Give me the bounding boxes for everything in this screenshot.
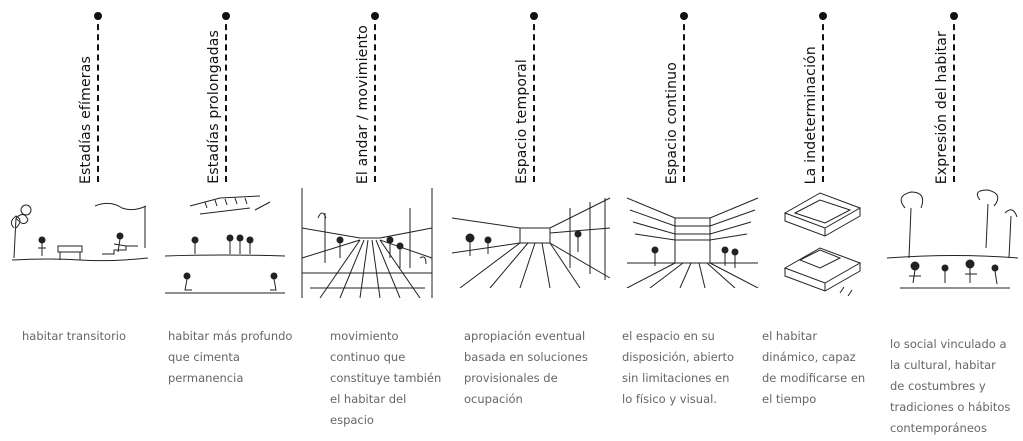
column-indeterminacion: La indeterminación el habitar dinámico, … bbox=[760, 0, 880, 441]
title-marker: Espacio continuo bbox=[664, 12, 688, 186]
column-description: el habitar dinámico, capaz de modificars… bbox=[762, 329, 866, 406]
column-estadias-prolongadas: Estadías prolongadas habitar más profund… bbox=[150, 0, 300, 441]
title-marker: El andar / movimiento bbox=[355, 12, 379, 186]
dashed-line bbox=[374, 14, 376, 182]
title-marker: Estadías prolongadas bbox=[206, 12, 230, 186]
column-expresion-habitar: Expresión del habitar lo social vinculad… bbox=[880, 0, 1023, 441]
sketch-prolonged bbox=[160, 188, 290, 298]
dashed-line bbox=[225, 14, 227, 182]
dashed-line bbox=[683, 14, 685, 182]
column-description: habitar más profundo que cimenta permane… bbox=[168, 329, 293, 385]
column-estadias-efimeras: Estadías efímeras habitar transitorio bbox=[0, 0, 150, 441]
title-marker: Estadías efímeras bbox=[78, 12, 102, 186]
column-description: habitar transitorio bbox=[22, 329, 127, 343]
column-andar-movimiento: El andar / movimiento movimiento continu… bbox=[300, 0, 450, 441]
column-title: Espacio temporal bbox=[514, 59, 530, 184]
column-title: Estadías prolongadas bbox=[206, 30, 222, 184]
column-espacio-temporal: Espacio temporal apropiación eventual ba… bbox=[450, 0, 620, 441]
dashed-line bbox=[822, 14, 824, 182]
column-title: La indeterminación bbox=[803, 45, 819, 184]
dashed-line bbox=[533, 14, 535, 182]
sketch-movement bbox=[300, 188, 440, 298]
column-title: Espacio continuo bbox=[664, 61, 680, 184]
title-marker: La indeterminación bbox=[803, 12, 827, 186]
column-description: movimiento continuo que constituye tambi… bbox=[330, 329, 442, 427]
dashed-line bbox=[97, 14, 99, 182]
sketch-temporal bbox=[450, 188, 615, 288]
column-description: el espacio en su disposición, abierto si… bbox=[622, 329, 735, 406]
column-description: apropiación eventual basada en solucione… bbox=[464, 329, 588, 406]
column-description: lo social vinculado a la cultural, habit… bbox=[890, 337, 1011, 435]
title-marker: Espacio temporal bbox=[514, 12, 538, 186]
column-title: El andar / movimiento bbox=[355, 24, 371, 184]
title-marker: Expresión del habitar bbox=[934, 12, 958, 186]
sketch-indeterminacy bbox=[780, 188, 870, 303]
dashed-line bbox=[953, 14, 955, 182]
sketch-ephemeral bbox=[10, 188, 150, 273]
sketch-continuous bbox=[625, 188, 760, 288]
column-title: Expresión del habitar bbox=[934, 30, 950, 184]
column-espacio-continuo: Espacio continuo el espacio en su dispos… bbox=[620, 0, 760, 441]
column-title: Estadías efímeras bbox=[78, 55, 94, 184]
sketch-expression bbox=[885, 188, 1020, 293]
